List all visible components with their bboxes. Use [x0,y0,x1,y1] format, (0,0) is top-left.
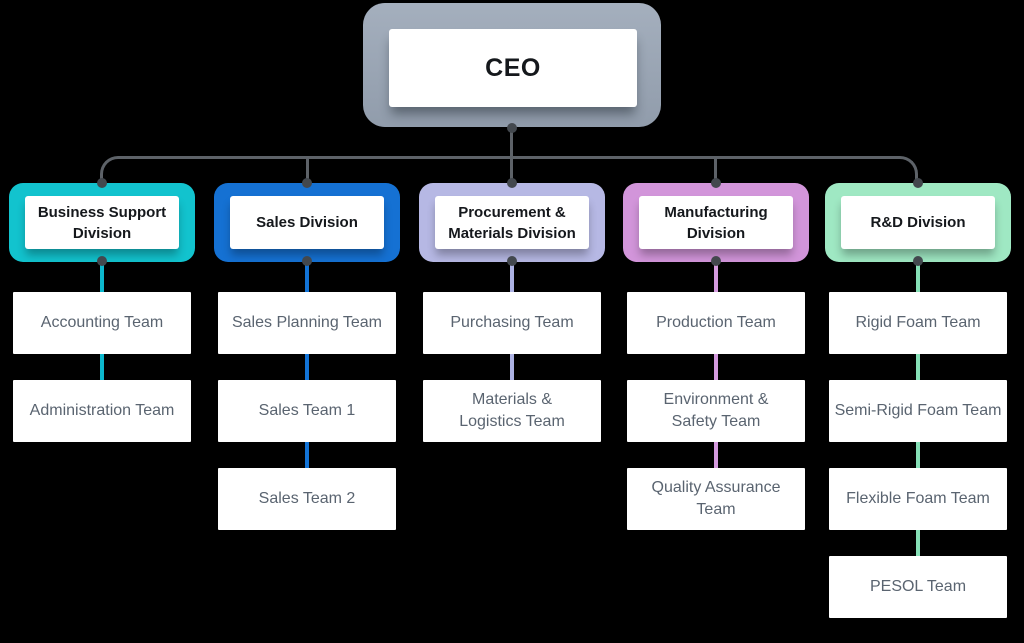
node-team-sales-2: Sales Team 2 [218,468,396,530]
connector-seg [100,261,104,292]
node-division-manufacturing: Manufacturing Division [623,183,809,262]
connector-dot-div4-bottom [711,256,721,266]
connector-seg [714,442,718,468]
node-team-sales-planning: Sales Planning Team [218,292,396,354]
connector-dot-div2-bottom [302,256,312,266]
team-label: Accounting Team [40,314,164,332]
connector-dot-div1-top [97,178,107,188]
connector-seg [100,354,104,380]
connector-dot-ceo-bottom [507,123,517,133]
division-title-box: Sales Division [230,196,384,249]
connector-dot-div5-bottom [913,256,923,266]
team-label: Semi-Rigid Foam Team [834,402,1002,420]
connector-dot-div3-top [507,178,517,188]
team-label: Purchasing Team [450,314,574,332]
node-division-rnd: R&D Division [825,183,1011,262]
node-team-purchasing: Purchasing Team [423,292,601,354]
connector-dot-div3-bottom [507,256,517,266]
team-label: Sales Team 2 [258,490,356,508]
node-team-flexible-foam: Flexible Foam Team [829,468,1007,530]
connector-seg [916,261,920,292]
connector-seg [714,261,718,292]
division-title: Manufacturing Division [664,203,768,242]
node-team-pesol: PESOL Team [829,556,1007,618]
team-label: Flexible Foam Team [846,490,990,508]
node-team-administration: Administration Team [13,380,191,442]
connector-seg [714,354,718,380]
connector-dot-div1-bottom [97,256,107,266]
team-label: Sales Planning Team [231,314,383,332]
ceo-label: CEO [485,53,541,82]
node-team-quality-assurance: Quality Assurance Team [627,468,805,530]
team-label: Environment & Safety Team [663,391,769,430]
connector-dot-div5-top [913,178,923,188]
connector-seg [510,354,514,380]
node-team-production: Production Team [627,292,805,354]
team-label: Administration Team [29,402,175,420]
division-title-box: Manufacturing Division [639,196,793,249]
node-team-semi-rigid-foam: Semi-Rigid Foam Team [829,380,1007,442]
connector-stub-ceo [510,127,513,184]
team-label: Production Team [656,314,776,332]
node-division-procurement-materials: Procurement & Materials Division [419,183,605,262]
division-title-box: R&D Division [841,196,995,249]
node-ceo-label-box: CEO [389,29,637,107]
connector-stub-sales [306,158,309,184]
division-title: Procurement & Materials Division [448,203,576,242]
connector-seg [916,530,920,556]
connector-seg [305,354,309,380]
team-label: Quality Assurance Team [651,479,781,518]
connector-seg [916,442,920,468]
node-division-business-support: Business Support Division [9,183,195,262]
node-team-sales-1: Sales Team 1 [218,380,396,442]
division-title-box: Business Support Division [25,196,179,249]
team-label: Materials & Logistics Team [459,391,565,430]
node-ceo: CEO [363,3,661,127]
connector-dot-div4-top [711,178,721,188]
team-label: Sales Team 1 [258,402,356,420]
division-title: Business Support Division [37,203,167,242]
connector-dot-div2-top [302,178,312,188]
team-label: PESOL Team [869,578,967,596]
division-title: Sales Division [256,214,358,231]
team-label: Rigid Foam Team [855,314,981,332]
division-title: R&D Division [870,214,966,231]
node-team-rigid-foam: Rigid Foam Team [829,292,1007,354]
connector-seg [305,442,309,468]
division-title-box: Procurement & Materials Division [435,196,589,249]
connector-seg [510,261,514,292]
node-team-accounting: Accounting Team [13,292,191,354]
connector-stub-manufacturing [714,158,717,184]
node-team-materials-logistics: Materials & Logistics Team [423,380,601,442]
node-team-environment-safety: Environment & Safety Team [627,380,805,442]
connector-seg [916,354,920,380]
node-division-sales: Sales Division [214,183,400,262]
connector-seg [305,261,309,292]
connector-trunk [100,156,918,184]
